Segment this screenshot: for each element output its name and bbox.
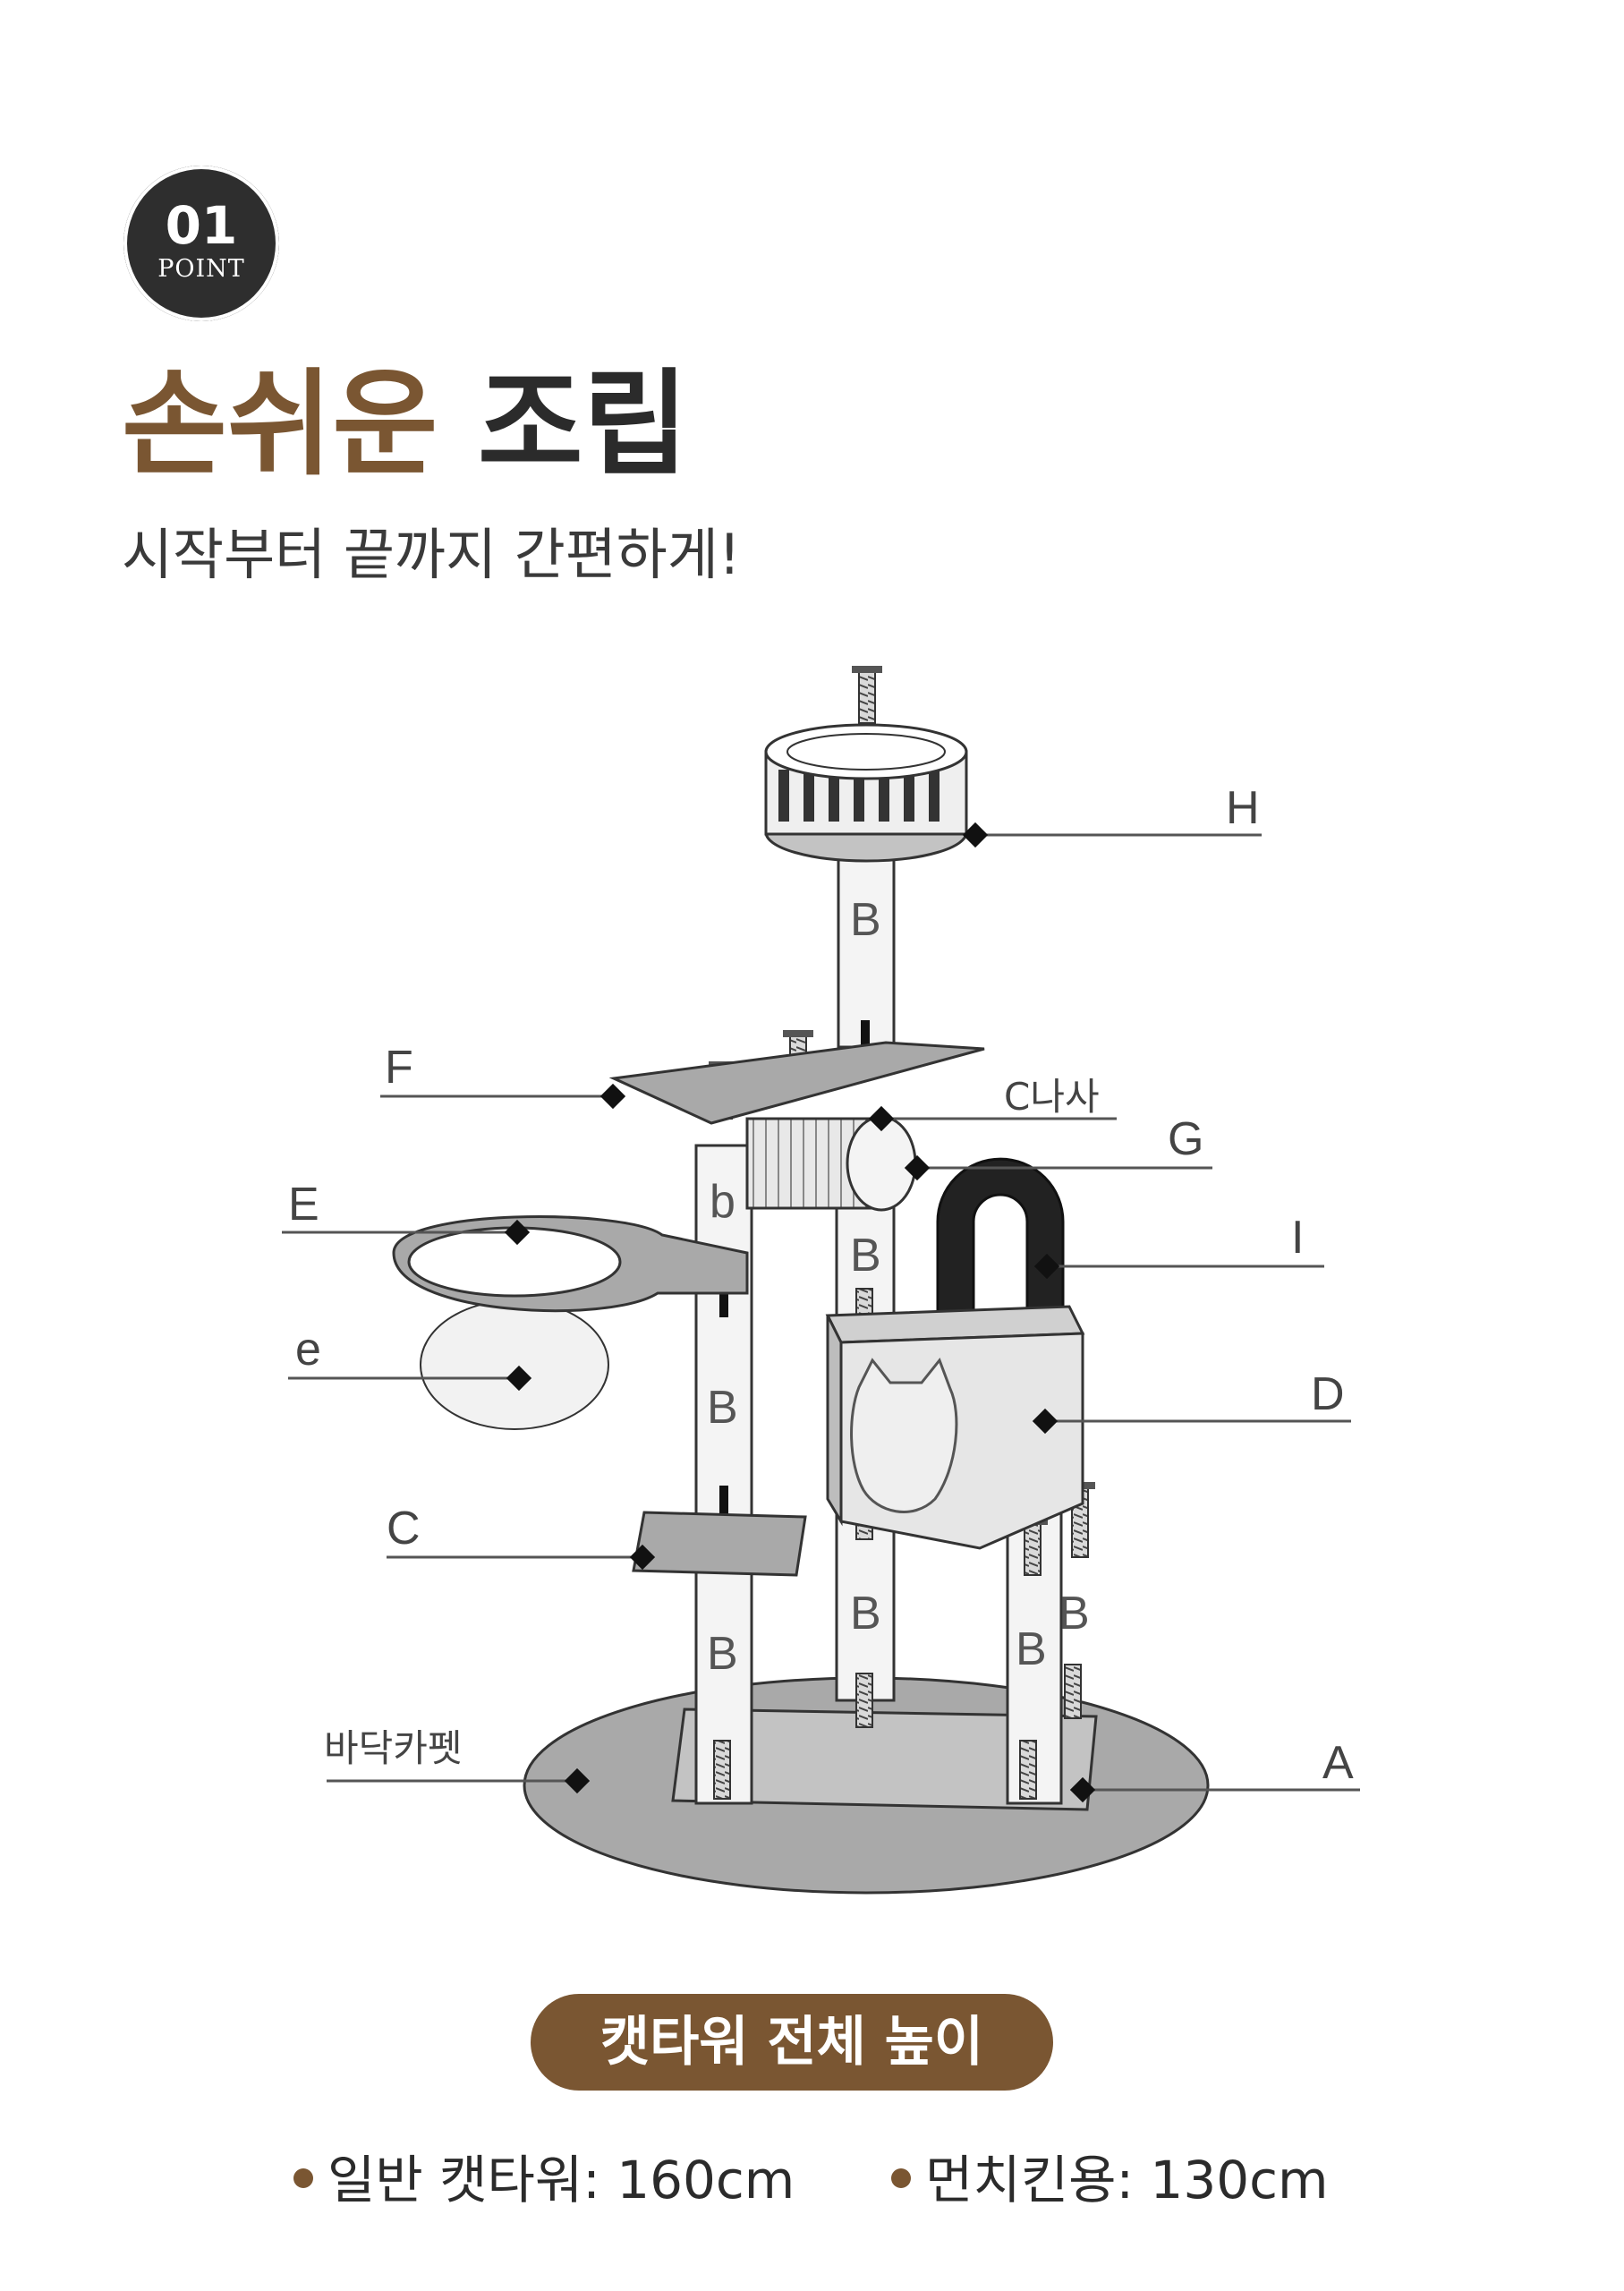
label-d: D [1311, 1368, 1345, 1420]
base-board-a [671, 1708, 1098, 1811]
pole-label-short-b: b [710, 1176, 735, 1228]
spec-standard: 일반 캣타워: 160cm [293, 2144, 795, 2216]
title-accent: 손쉬운 [122, 358, 438, 491]
assembly-diagram: H F C나사 G E I e D C 바닥카펫 A B b B B B B B… [282, 666, 1360, 1895]
label-g: G [1168, 1113, 1203, 1165]
spec-munchkin-text: 먼치킨용: 130cm [925, 2150, 1329, 2210]
bullet-icon [293, 2168, 313, 2188]
label-h: H [1226, 782, 1260, 834]
arch-i [936, 1157, 1065, 1353]
label-c: C [387, 1503, 421, 1554]
point-word: POINT [157, 255, 245, 283]
height-section-title: 캣타워 전체 높이 [531, 1994, 1053, 2091]
pole-top [837, 848, 896, 1049]
label-e-lower: e [295, 1324, 321, 1375]
bolt [1019, 1740, 1037, 1800]
title-rest: 조립 [477, 358, 689, 491]
top-screw [858, 669, 876, 724]
step-c [632, 1511, 807, 1577]
pole-label-mid-left: B [707, 1382, 738, 1434]
pole-label-center-upper: B [850, 1230, 881, 1282]
point-badge: 01 POINT [123, 166, 279, 321]
cat-face-opening [850, 1358, 958, 1513]
bolt [1024, 1520, 1042, 1576]
pole-label-top: B [850, 894, 881, 946]
bolt [855, 1673, 873, 1728]
page-subtitle: 시작부터 끝까지 간편하게! [122, 522, 741, 587]
pole-label-lower-left: B [707, 1628, 738, 1680]
label-e-upper: E [288, 1179, 319, 1231]
bolt [713, 1740, 731, 1800]
label-floor-carpet: 바닥카펫 [324, 1726, 463, 1770]
pole-label-lower-center: B [850, 1588, 881, 1639]
page-title: 손쉬운 조립 [122, 358, 688, 492]
pole-label-far-right: B [1059, 1588, 1090, 1639]
label-a: A [1322, 1737, 1354, 1789]
label-f: F [385, 1042, 413, 1094]
point-number: 01 [165, 195, 238, 256]
bolt [1064, 1664, 1082, 1719]
bullet-icon [891, 2168, 911, 2188]
pole-label-lower-right: B [1016, 1623, 1047, 1675]
label-i: I [1291, 1212, 1304, 1264]
platform-f [608, 1041, 985, 1125]
spec-standard-text: 일반 캣타워: 160cm [327, 2150, 795, 2210]
label-c-screw: C나사 [1004, 1075, 1100, 1119]
spec-munchkin: 먼치킨용: 130cm [891, 2144, 1329, 2216]
